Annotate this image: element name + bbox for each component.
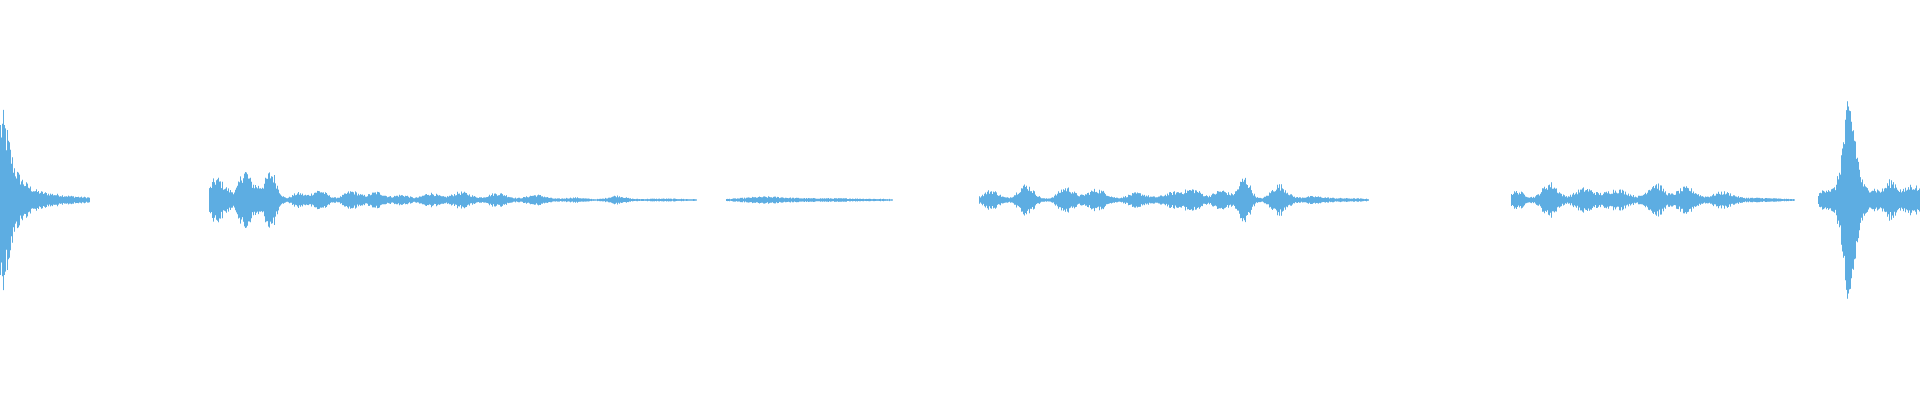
waveform-group [0, 101, 1920, 299]
